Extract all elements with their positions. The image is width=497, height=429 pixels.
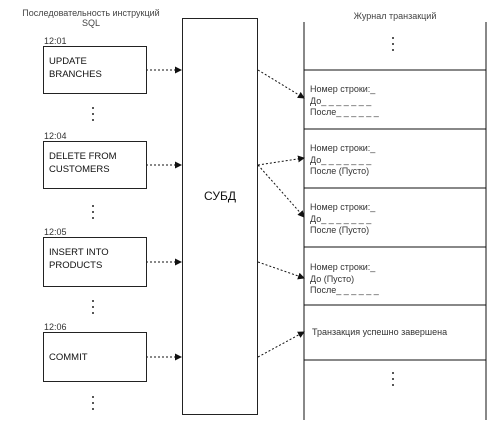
log-entry: Номер строки:_ До_ _ _ _ _ _ _ После_ _ … — [310, 84, 490, 119]
statement-text: DELETE FROM CUSTOMERS — [49, 151, 117, 175]
statement-time: 12:01 — [44, 36, 67, 46]
log-entry: Номер строки:_ До_ _ _ _ _ _ _ После (Пу… — [310, 143, 490, 178]
log-row-number: Номер строки:_ — [310, 84, 376, 94]
log-entry: Номер строки:_ До_ _ _ _ _ _ _ После (Пу… — [310, 202, 490, 237]
log-after-value: После_ _ _ _ _ _ — [310, 285, 379, 295]
log-before-value: До_ _ _ _ _ _ _ — [310, 95, 372, 106]
ellipsis-dots — [392, 372, 395, 390]
log-row-number: Номер строки:_ — [310, 202, 376, 212]
log-before-value: До (Пусто) — [310, 273, 355, 284]
ellipsis-dots — [92, 396, 95, 414]
dbms-box: СУБД — [182, 18, 258, 415]
log-after-value: После_ _ _ _ _ _ — [310, 107, 379, 117]
ellipsis-dots — [92, 300, 95, 318]
ellipsis-dots — [92, 107, 95, 125]
log-before-value: До_ _ _ _ _ _ _ — [310, 213, 372, 224]
statement-box: DELETE FROM CUSTOMERS — [43, 141, 147, 189]
statement-box: COMMIT — [43, 332, 147, 382]
statement-time: 12:05 — [44, 227, 67, 237]
log-entry: Номер строки:_ До (Пусто) После_ _ _ _ _… — [310, 262, 490, 297]
statement-time: 12:04 — [44, 131, 67, 141]
ellipsis-dots — [392, 37, 395, 55]
statement-text: UPDATE BRANCHES — [49, 56, 102, 80]
log-commit-entry: Транзакция успешно завершена — [312, 327, 492, 339]
statement-box: INSERT INTO PRODUCTS — [43, 237, 147, 287]
log-row-number: Номер строки:_ — [310, 262, 376, 272]
statement-box: UPDATE BRANCHES — [43, 46, 147, 94]
transaction-log-title: Журнал транзакций — [353, 11, 437, 21]
statement-time: 12:06 — [44, 322, 67, 332]
log-before-value: До_ _ _ _ _ _ _ — [310, 154, 372, 165]
log-commit-text: Транзакция успешно завершена — [312, 327, 448, 337]
log-row-number: Номер строки:_ — [310, 143, 376, 153]
statement-text: INSERT INTO PRODUCTS — [49, 247, 109, 271]
dbms-label: СУБД — [204, 189, 236, 203]
log-after-value: После (Пусто) — [310, 166, 370, 176]
log-after-value: После (Пусто) — [310, 225, 370, 235]
ellipsis-dots — [92, 205, 95, 223]
statement-text: COMMIT — [49, 352, 88, 363]
sql-sequence-title: Последовательность инструкций SQL — [22, 8, 160, 28]
